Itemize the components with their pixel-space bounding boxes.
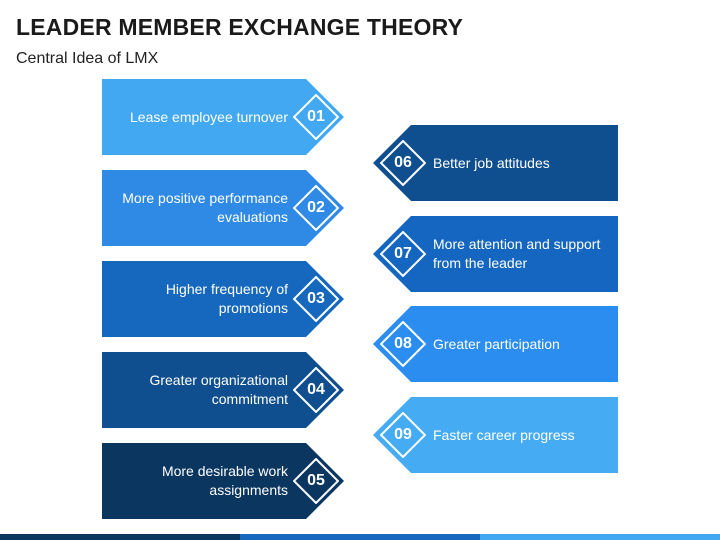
item-card-06: Better job attitudes 06 — [373, 125, 618, 201]
item-text: Better job attitudes — [433, 154, 550, 171]
diamond-shape — [293, 458, 339, 504]
item-card-07: More attention and support from the lead… — [373, 216, 618, 292]
diamond-shape — [293, 367, 339, 413]
item-text: More positive performance evaluations — [122, 190, 288, 225]
number-badge: 07 — [380, 231, 426, 277]
item-text: Greater participation — [433, 335, 560, 352]
diamond-shape — [293, 276, 339, 322]
number-badge: 03 — [293, 276, 339, 322]
item-card-02: More positive performance evaluations 02 — [102, 170, 347, 246]
number-badge: 08 — [380, 321, 426, 367]
arrow-shape — [373, 125, 618, 201]
item-text: Lease employee turnover — [130, 108, 288, 125]
item-number: 04 — [307, 381, 325, 398]
arrow-shape — [102, 79, 344, 155]
footer-segment — [0, 534, 240, 540]
item-text: More attention and support from the lead… — [433, 236, 601, 271]
item-card-04: Greater organizational commitment 04 — [102, 352, 347, 428]
item-number: 09 — [394, 426, 412, 443]
item-number: 02 — [307, 199, 325, 216]
item-number: 03 — [307, 290, 325, 307]
diamond-shape — [293, 185, 339, 231]
number-badge: 09 — [380, 412, 426, 458]
arrow-shape — [373, 397, 618, 473]
item-number: 05 — [307, 472, 325, 489]
item-number: 01 — [307, 108, 325, 125]
number-badge: 05 — [293, 458, 339, 504]
arrow-shape — [373, 306, 618, 382]
item-card-01: Lease employee turnover 01 — [102, 79, 347, 155]
number-badge: 02 — [293, 185, 339, 231]
arrow-shape — [102, 261, 344, 337]
number-badge: 04 — [293, 367, 339, 413]
item-card-05: More desirable work assignments 05 — [102, 443, 347, 519]
item-text: Faster career progress — [433, 426, 575, 443]
footer-color-bar — [0, 534, 720, 540]
number-badge: 01 — [293, 94, 339, 140]
footer-segment — [240, 534, 480, 540]
arrow-shape — [373, 216, 618, 292]
number-badge: 06 — [380, 140, 426, 186]
diamond-shape — [380, 231, 426, 277]
footer-segment — [480, 534, 720, 540]
arrow-shape — [102, 170, 344, 246]
item-text: Greater organizational commitment — [149, 372, 288, 407]
diamond-shape — [380, 140, 426, 186]
item-number: 08 — [394, 335, 412, 352]
diamond-shape — [293, 94, 339, 140]
diamond-shape — [380, 321, 426, 367]
item-card-03: Higher frequency of promotions 03 — [102, 261, 347, 337]
item-text: Higher frequency of promotions — [165, 281, 288, 316]
page-subtitle: Central Idea of LMX — [16, 50, 159, 67]
page-title: LEADER MEMBER EXCHANGE THEORY — [16, 14, 464, 40]
item-text: More desirable work assignments — [161, 463, 288, 498]
item-card-08: Greater participation 08 — [373, 306, 618, 382]
item-number: 06 — [394, 154, 412, 171]
item-number: 07 — [394, 245, 412, 262]
item-card-09: Faster career progress 09 — [373, 397, 618, 473]
arrow-shape — [102, 443, 344, 519]
arrow-shape — [102, 352, 344, 428]
diamond-shape — [380, 412, 426, 458]
